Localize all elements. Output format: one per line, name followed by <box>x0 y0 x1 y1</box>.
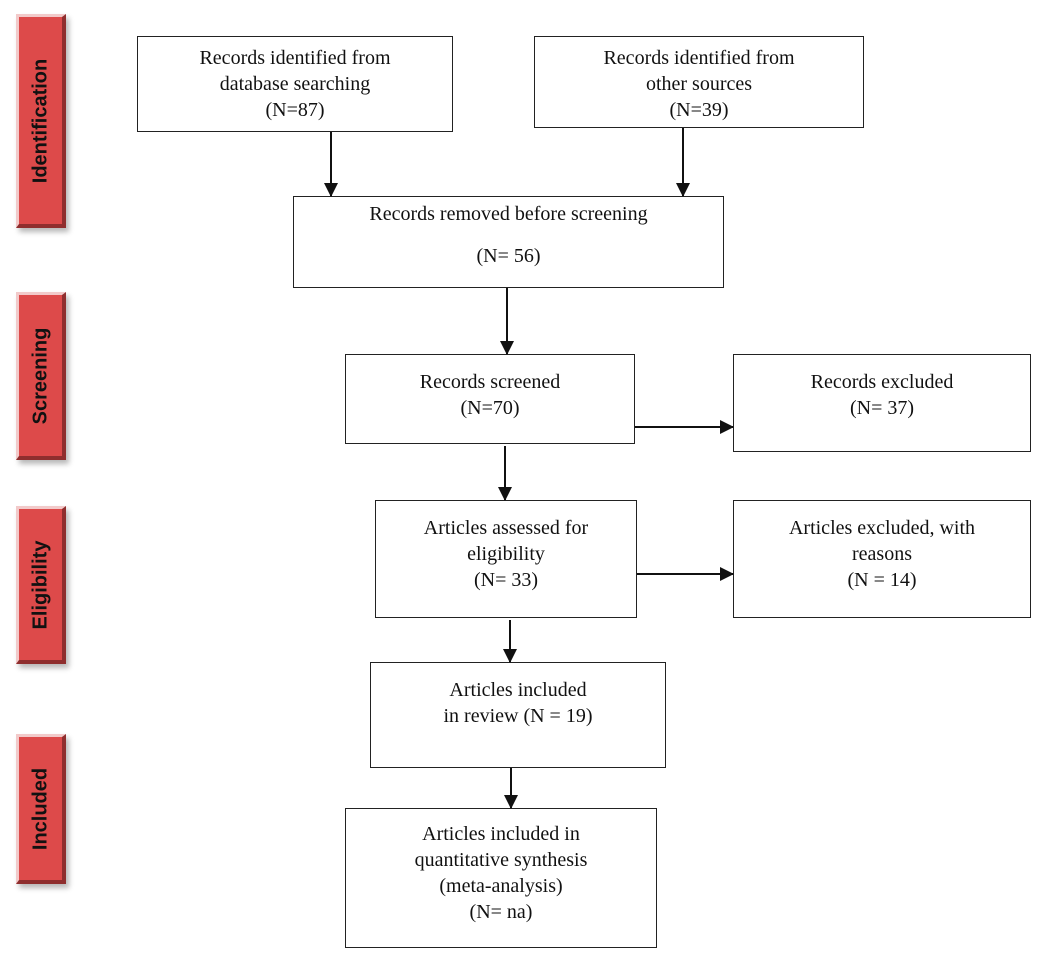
phase-label-text: Identification <box>29 58 51 183</box>
box-text-line: Articles assessed for <box>423 517 589 539</box>
box-text-line: Articles included in <box>422 823 580 845</box>
box-text-line: eligibility <box>467 543 545 565</box>
box-count: (N=70) <box>460 397 520 419</box>
box-text-line: other sources <box>645 73 753 95</box>
box-text-line: database searching <box>219 73 371 95</box>
arrow-down-icon <box>504 768 518 809</box>
phase-label-identification: Identification <box>16 14 66 228</box>
arrow-down-icon <box>500 288 514 355</box>
box-count: (N=39) <box>669 99 729 121</box>
box-count: (N= 37) <box>849 397 915 419</box>
box-text-line: reasons <box>852 543 912 565</box>
box-count: (N= 56) <box>476 245 541 267</box>
box-text-line: Records screened <box>419 371 561 393</box>
box-text-line: Articles excluded, with <box>788 517 976 539</box>
box-records-removed: Records removed before screening (N= 56) <box>293 196 724 288</box>
box-articles-included-review: Articles included in review (N = 19) <box>370 662 666 768</box>
box-text-line: Records excluded <box>810 371 954 393</box>
arrow-down-icon <box>676 128 690 197</box>
box-records-excluded: Records excluded (N= 37) <box>733 354 1031 452</box>
box-other-sources: Records identified from other sources (N… <box>534 36 864 128</box>
box-count: (N = 14) <box>847 569 917 591</box>
arrow-right-icon <box>635 420 734 434</box>
arrow-down-icon <box>503 620 517 663</box>
phase-label-eligibility: Eligibility <box>16 506 66 664</box>
box-text-line: Records removed before screening <box>369 203 648 225</box>
box-count: (N= 33) <box>473 569 539 591</box>
box-text-line: (meta-analysis) <box>439 875 563 897</box>
phase-label-text: Eligibility <box>29 540 51 629</box>
box-articles-quantitative-synthesis: Articles included in quantitative synthe… <box>345 808 657 948</box>
box-text-line: Records identified from <box>199 47 391 69</box>
box-count: (N= na) <box>469 901 533 923</box>
box-articles-assessed: Articles assessed for eligibility (N= 33… <box>375 500 637 618</box>
phase-label-text: Screening <box>29 327 51 424</box>
box-text-line: Records identified from <box>603 47 795 69</box>
phase-label-included: Included <box>16 734 66 884</box>
arrow-down-icon <box>324 132 338 197</box>
phase-label-text: Included <box>29 767 51 850</box>
arrow-down-icon <box>498 446 512 501</box>
box-database-searching: Records identified from database searchi… <box>137 36 453 132</box>
box-text-line: in review (N = 19) <box>443 705 593 727</box>
box-text-line: Articles included <box>449 679 587 701</box>
arrow-right-icon <box>637 567 734 581</box>
box-text-line: quantitative synthesis <box>414 849 588 871</box>
phase-label-screening: Screening <box>16 292 66 460</box>
box-articles-excluded: Articles excluded, with reasons (N = 14) <box>733 500 1031 618</box>
box-count: (N=87) <box>265 99 325 121</box>
box-records-screened: Records screened (N=70) <box>345 354 635 444</box>
